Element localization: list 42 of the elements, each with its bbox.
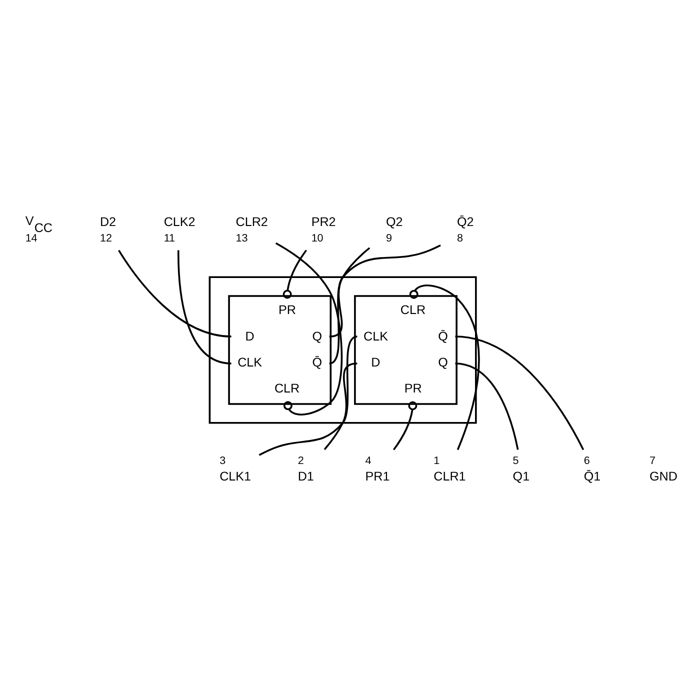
node-text: Q2 bbox=[386, 215, 403, 230]
node-label: 2 bbox=[298, 454, 304, 467]
node-label: 4 bbox=[365, 454, 372, 467]
node-label: 11 bbox=[164, 232, 176, 245]
node-box: CLR CLK Q̄ D Q PR bbox=[354, 295, 458, 405]
connector bbox=[258, 336, 358, 456]
node-label: 13 bbox=[236, 232, 248, 245]
node-label: 9 bbox=[386, 232, 392, 245]
node-text: Q̄2 bbox=[457, 215, 474, 230]
node-text: Q1 bbox=[512, 470, 530, 484]
node-label: 3 bbox=[220, 454, 226, 467]
node-text: Q̄1 bbox=[584, 470, 601, 484]
node-text: CLK2 bbox=[164, 215, 196, 230]
connector bbox=[178, 250, 232, 364]
connector bbox=[329, 244, 441, 364]
connector bbox=[455, 336, 584, 450]
node-text: GND bbox=[649, 470, 678, 484]
connector bbox=[455, 362, 519, 450]
connector bbox=[409, 284, 480, 450]
node-text: CLR2 bbox=[236, 215, 268, 230]
cluster bbox=[208, 276, 477, 424]
connector bbox=[275, 242, 343, 416]
node-label: 10 bbox=[311, 232, 324, 245]
node-box: PR D Q CLK Q̄ CLR bbox=[228, 295, 332, 405]
node-text: PR1 bbox=[365, 470, 390, 484]
connector bbox=[392, 401, 418, 450]
node-label: 8 bbox=[457, 232, 464, 245]
node-text: D2 bbox=[100, 215, 116, 230]
node-text: CLR1 bbox=[434, 470, 466, 484]
node-text: D1 bbox=[298, 470, 314, 484]
connector bbox=[118, 250, 232, 338]
node-label: 6 bbox=[584, 454, 590, 467]
connector bbox=[282, 250, 308, 299]
node-label: 12 bbox=[100, 232, 112, 245]
connector bbox=[329, 247, 370, 338]
node-label: 1 bbox=[434, 454, 440, 467]
connector bbox=[324, 362, 358, 450]
node-text: PR2 bbox=[311, 215, 336, 230]
node-text: CLK1 bbox=[220, 470, 252, 484]
node-label: 14 bbox=[25, 232, 38, 245]
node-label: 5 bbox=[512, 454, 519, 467]
node-label: 7 bbox=[649, 454, 656, 467]
